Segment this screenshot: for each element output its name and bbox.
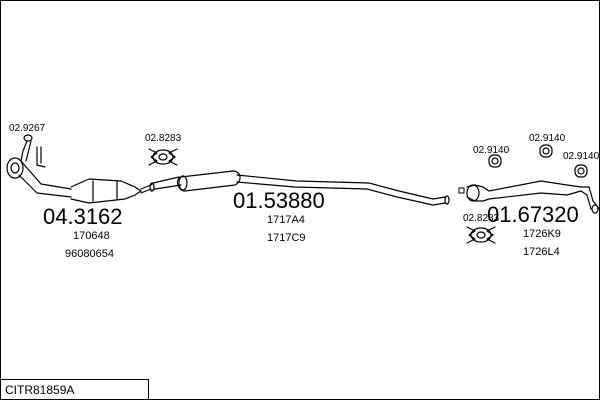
diagram-code: CITR81859A (5, 383, 75, 397)
rear-ref-2: 1726L4 (523, 246, 560, 258)
rear-ref-1: 1726K9 (523, 228, 561, 240)
middle-ref-1: 1717A4 (267, 214, 305, 226)
diagram-code-box: CITR81859A (1, 379, 149, 399)
rear-silencer-part[interactable] (458, 180, 600, 214)
rear-part-number: 01.67320 (487, 202, 579, 227)
rubber-mid-label: 02.8283 (145, 133, 182, 144)
catalytic-converter-part[interactable] (6, 157, 152, 204)
ring-c-label: 02.9140 (563, 151, 600, 162)
middle-part-number: 01.53880 (233, 188, 325, 213)
ring-a-label: 02.9140 (473, 145, 510, 156)
clamp-icon[interactable] (20, 134, 33, 162)
rubber-mount-icon[interactable] (466, 226, 496, 244)
rubber-ring-icon[interactable] (539, 144, 553, 158)
rubber-ring-icon[interactable] (488, 154, 502, 168)
rubber-mount-icon[interactable] (148, 148, 178, 166)
middle-ref-2: 1717C9 (267, 232, 306, 244)
front-ref-2: 96080654 (65, 248, 114, 260)
rubber-rear-label: 02.8283 (463, 213, 500, 224)
front-ref-1: 170648 (73, 230, 110, 242)
rubber-ring-icon[interactable] (574, 164, 588, 178)
hanger-bracket-icon[interactable] (36, 146, 46, 168)
clamp-front-label: 02.9267 (9, 123, 46, 134)
front-part-number: 04.3162 (43, 204, 123, 229)
middle-silencer-part[interactable] (149, 170, 450, 206)
ring-b-label: 02.9140 (529, 133, 566, 144)
